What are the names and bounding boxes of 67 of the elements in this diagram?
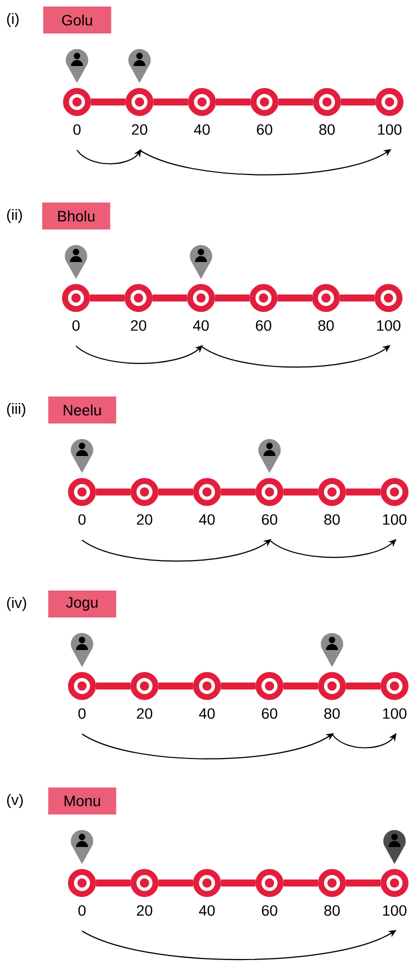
line-segment bbox=[284, 880, 318, 886]
line-segment bbox=[158, 682, 193, 690]
line-segment bbox=[221, 488, 256, 496]
line-segment bbox=[96, 488, 130, 496]
number-label: 20 bbox=[136, 708, 152, 719]
number-label: 0 bbox=[72, 320, 80, 331]
line-segment bbox=[221, 880, 256, 886]
number-label: 40 bbox=[193, 320, 209, 331]
number-label: 100 bbox=[383, 905, 406, 916]
number-label: 80 bbox=[324, 708, 340, 719]
panel-number: (ii) bbox=[7, 209, 22, 223]
line-segment bbox=[341, 98, 376, 106]
curved-arrow bbox=[76, 345, 203, 364]
number-label: 0 bbox=[73, 124, 81, 135]
line-segment bbox=[154, 98, 188, 106]
number-label: 20 bbox=[132, 124, 148, 135]
line-segment bbox=[96, 682, 130, 690]
number-label: 40 bbox=[199, 708, 215, 719]
number-label: 40 bbox=[199, 905, 215, 916]
number-label: 40 bbox=[194, 124, 210, 135]
line-segment bbox=[90, 294, 124, 302]
name-tag: Neelu bbox=[48, 396, 116, 424]
number-label: 80 bbox=[319, 124, 335, 135]
line-segment bbox=[152, 294, 187, 302]
number-label: 60 bbox=[262, 708, 278, 719]
number-label: 100 bbox=[378, 124, 402, 135]
name-tag: Monu bbox=[48, 788, 116, 814]
line-segment bbox=[346, 488, 380, 496]
number-label: 0 bbox=[78, 905, 86, 916]
number-label: 80 bbox=[318, 320, 334, 331]
number-label: 20 bbox=[130, 320, 146, 331]
line-segment bbox=[278, 98, 313, 106]
name-tag: Golu bbox=[43, 6, 112, 34]
number-label: 60 bbox=[256, 320, 272, 331]
number-label: 40 bbox=[199, 514, 215, 525]
panel-number: (iv) bbox=[7, 597, 26, 611]
number-label: 0 bbox=[78, 708, 86, 719]
panel-number: (i) bbox=[7, 13, 19, 27]
number-label: 100 bbox=[383, 708, 406, 719]
number-label: 60 bbox=[262, 905, 278, 916]
number-label: 0 bbox=[78, 514, 86, 525]
number-label: 100 bbox=[383, 514, 406, 525]
number-label: 20 bbox=[136, 905, 152, 916]
line-segment bbox=[221, 682, 256, 690]
line-segment bbox=[215, 294, 250, 302]
line-segment bbox=[216, 98, 250, 106]
line-segment bbox=[284, 488, 318, 496]
number-label: 60 bbox=[256, 124, 272, 135]
line-segment bbox=[346, 682, 380, 690]
name-tag: Jogu bbox=[48, 590, 116, 618]
number-label: 20 bbox=[136, 514, 152, 525]
name-tag: Bholu bbox=[42, 202, 110, 230]
number-label: 60 bbox=[262, 514, 278, 525]
line-segment bbox=[340, 294, 374, 302]
line-segment bbox=[278, 294, 312, 302]
number-label: 80 bbox=[324, 905, 340, 916]
panel-number: (v) bbox=[7, 794, 23, 808]
panel-number: (iii) bbox=[7, 403, 26, 417]
line-segment bbox=[158, 488, 193, 496]
line-segment bbox=[91, 98, 126, 106]
line-segment bbox=[96, 880, 130, 886]
line-segment bbox=[158, 880, 193, 886]
number-label: 80 bbox=[324, 514, 340, 525]
line-segment bbox=[346, 880, 380, 886]
number-label: 100 bbox=[377, 320, 400, 331]
curved-arrow bbox=[269, 539, 396, 558]
line-segment bbox=[284, 682, 318, 690]
